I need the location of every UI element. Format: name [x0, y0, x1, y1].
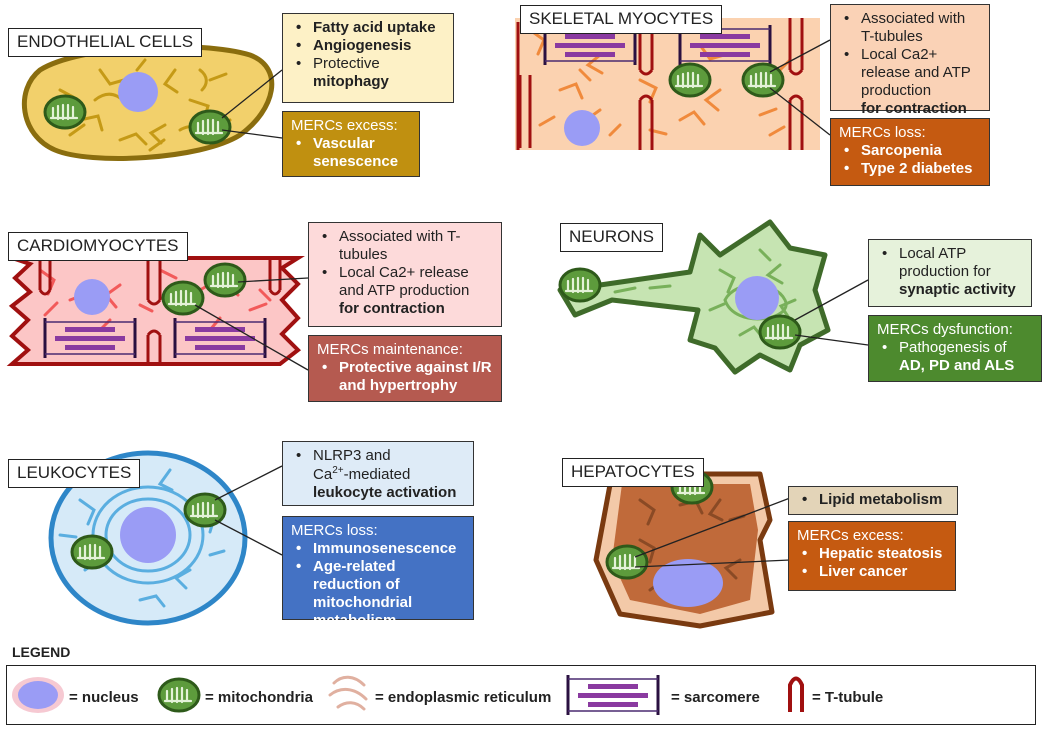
legend-box: = nucleus = mitochondria = endoplasmic r… — [6, 665, 1036, 725]
function-item: Angiogenesis — [291, 37, 445, 55]
alteration-heading: MERCs excess: — [291, 117, 398, 134]
hepatocyte-function-box: Lipid metabolism — [788, 486, 958, 515]
alteration-heading: MERCs loss: — [291, 522, 378, 539]
nucleus-icon — [12, 677, 64, 713]
er-icon — [328, 675, 368, 711]
function-text: Local Ca2+ release and ATP production — [861, 46, 971, 99]
legend-title: LEGEND — [12, 644, 71, 660]
alteration-item: Liver cancer — [797, 563, 947, 581]
leukocyte-alteration-box: MERCs loss: Immunosenescence Age-related… — [282, 516, 474, 629]
alteration-item: Type 2 diabetes — [839, 160, 981, 178]
function-text: -mediated — [343, 466, 411, 483]
legend-label-sarcomere: = sarcomere — [671, 689, 760, 706]
function-text: Local Ca2+ release and ATP production — [339, 264, 470, 299]
legend-label-t-tubule: = T-tubule — [812, 689, 884, 706]
endothelial-cell-illustration — [22, 44, 283, 161]
function-text-bold: mitophagy — [313, 73, 389, 90]
cardiomyocytes-label: CARDIOMYOCYTES — [8, 232, 188, 261]
alteration-heading: MERCs loss: — [839, 124, 926, 141]
alteration-heading: MERCs excess: — [797, 527, 904, 544]
endothelial-alteration-box: MERCs excess: Vascular senescence — [282, 111, 420, 177]
function-text: Local ATP production for — [899, 245, 991, 280]
leukocyte-function-box: NLRP3 and Ca2+-mediated leukocyte activa… — [282, 441, 474, 506]
function-text-bold: synaptic activity — [899, 281, 1016, 298]
function-item: Local Ca2+ release and ATP productionfor… — [839, 46, 981, 118]
function-item: NLRP3 and Ca2+-mediated leukocyte activa… — [291, 447, 465, 502]
legend-label-mitochondria: = mitochondria — [205, 689, 313, 706]
hepatocyte-alteration-box: MERCs excess: Hepatic steatosis Liver ca… — [788, 521, 956, 591]
function-item: Local Ca2+ release and ATP productionfor… — [317, 264, 493, 318]
function-text-bold: leukocyte activation — [313, 484, 457, 501]
function-item: Associated with T-tubules — [839, 10, 981, 46]
alteration-heading: MERCs maintenance: — [317, 341, 463, 358]
alteration-text-bold: AD, PD and ALS — [899, 357, 1015, 374]
function-text-bold: for contraction — [339, 300, 445, 317]
endothelial-cells-label: ENDOTHELIAL CELLS — [8, 28, 203, 57]
cardiomyocytes-illustration — [6, 256, 309, 371]
neuron-illustration — [557, 219, 869, 375]
function-item: Lipid metabolism — [797, 491, 949, 509]
skeletal-myocytes-label: SKELETAL MYOCYTES — [520, 5, 723, 34]
calcium-text: Ca — [313, 466, 333, 483]
t-tubule-icon — [788, 676, 804, 712]
cardio-function-box: Associated with T-tubules Local Ca2+ rel… — [308, 222, 502, 327]
function-text-bold: for contraction — [861, 100, 967, 117]
alteration-item: Hepatic steatosis — [797, 545, 947, 563]
leukocytes-label: LEUKOCYTES — [8, 459, 141, 488]
skeletal-myocytes-illustration — [515, 18, 831, 150]
alteration-item: Sarcopenia — [839, 142, 981, 160]
calcium-charge: 2+ — [332, 465, 344, 476]
alteration-heading: MERCs dysfunction: — [877, 321, 1013, 338]
endothelial-function-box: Fatty acid uptake Angiogenesis Protectiv… — [282, 13, 454, 103]
function-text: Protective — [313, 55, 380, 72]
alteration-item: Protective against I/R and hypertrophy — [317, 359, 493, 395]
alteration-item: Age-related reduction of mitochondrial m… — [291, 558, 465, 630]
function-item: Fatty acid uptake — [291, 19, 445, 37]
legend-label-er: = endoplasmic reticulum — [375, 689, 552, 706]
skeletal-alteration-box: MERCs loss: Sarcopenia Type 2 diabetes — [830, 118, 990, 186]
neurons-label: NEURONS — [560, 223, 664, 252]
legend-label-nucleus: = nucleus — [69, 689, 139, 706]
function-item: Associated with T-tubules — [317, 228, 493, 264]
alteration-item: Vascular senescence — [291, 135, 411, 171]
cardio-alteration-box: MERCs maintenance: Protective against I/… — [308, 335, 502, 402]
skeletal-function-box: Associated with T-tubules Local Ca2+ rel… — [830, 4, 990, 117]
alteration-item: Immunosenescence — [291, 540, 465, 558]
hepatocytes-label: HEPATOCYTES — [562, 458, 704, 487]
alteration-text: Pathogenesis of — [899, 339, 1007, 356]
hepatocyte-illustration — [593, 469, 791, 629]
leukocyte-illustration — [48, 450, 283, 626]
legend-icons — [12, 673, 804, 717]
function-text: NLRP3 and — [313, 447, 391, 464]
